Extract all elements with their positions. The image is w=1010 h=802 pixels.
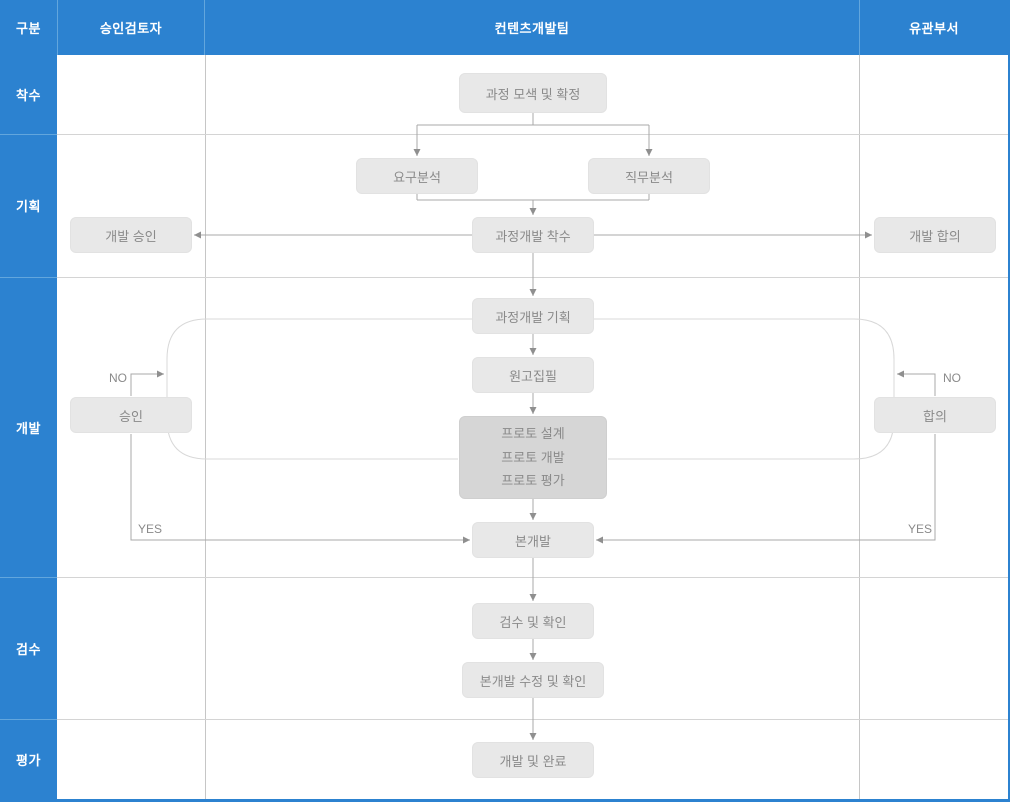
header-divider <box>57 0 58 55</box>
phase-label-evaluation: 평가 <box>16 753 41 768</box>
decision-label-yes-right: YES <box>907 522 933 536</box>
flow-node-main-dev-fix: 본개발 수정 및 확인 <box>462 662 604 698</box>
flow-node-needs-analysis: 요구분석 <box>356 158 478 194</box>
flow-node-dev-plan: 과정개발 기획 <box>472 298 594 334</box>
flow-node-main-dev: 본개발 <box>472 522 594 558</box>
flow-node-approval: 승인 <box>70 397 192 433</box>
decision-label-no-left: NO <box>109 371 127 385</box>
phase-label-development: 개발 <box>16 420 41 436</box>
grid-line-horizontal <box>57 134 1008 135</box>
arrow-no-right <box>897 370 936 396</box>
phase-divider <box>0 134 57 135</box>
proto-line-evaluate: 프로토 평가 <box>501 473 565 489</box>
flow-node-proto: 프로토 설계 프로토 개발 프로토 평가 <box>459 416 607 499</box>
decision-label-no-right: NO <box>943 371 961 385</box>
flow-node-draft: 원고집필 <box>472 357 594 393</box>
proto-line-develop: 프로토 개발 <box>501 449 565 465</box>
phase-label-initiation: 착수 <box>16 88 41 103</box>
flow-node-explore: 과정 모색 및 확정 <box>459 73 607 113</box>
arrow-yes-left <box>130 434 470 544</box>
phase-label-planning: 기획 <box>16 199 41 214</box>
feedback-loop-left <box>166 318 472 460</box>
bottom-border <box>0 799 1010 802</box>
flow-node-agreement: 합의 <box>874 397 996 433</box>
header-bar <box>0 0 1008 55</box>
phase-column <box>0 55 57 799</box>
arrow-yes-right <box>596 434 936 544</box>
flow-node-dev-agreement: 개발 합의 <box>874 217 996 253</box>
grid-line-vertical <box>205 55 206 799</box>
header-col-content-team: 컨텐츠개발팀 <box>494 21 570 36</box>
proto-line-design: 프로토 설계 <box>501 426 565 442</box>
decision-label-yes-left: YES <box>137 522 163 536</box>
phase-divider <box>0 277 57 278</box>
flow-node-dev-approval: 개발 승인 <box>70 217 192 253</box>
flow-node-job-analysis: 직무분석 <box>588 158 710 194</box>
phase-label-inspection: 검수 <box>16 641 41 657</box>
right-border <box>1008 0 1010 802</box>
header-col-approver: 승인검토자 <box>99 21 163 36</box>
connector-merge-bar <box>416 194 650 201</box>
feedback-loop-right <box>594 318 895 460</box>
header-divider <box>204 0 205 55</box>
grid-line-vertical <box>859 55 860 799</box>
header-col-category: 구분 <box>16 21 41 36</box>
arrow-no-left <box>130 370 164 396</box>
flow-node-inspection: 검수 및 확인 <box>472 603 594 639</box>
header-col-related-dept: 유관부서 <box>909 21 959 36</box>
header-divider <box>859 0 860 55</box>
flow-node-complete: 개발 및 완료 <box>472 742 594 778</box>
phase-divider <box>0 577 57 578</box>
phase-divider <box>0 719 57 720</box>
connector-split-bar <box>417 113 649 126</box>
flow-node-dev-start: 과정개발 착수 <box>472 217 594 253</box>
